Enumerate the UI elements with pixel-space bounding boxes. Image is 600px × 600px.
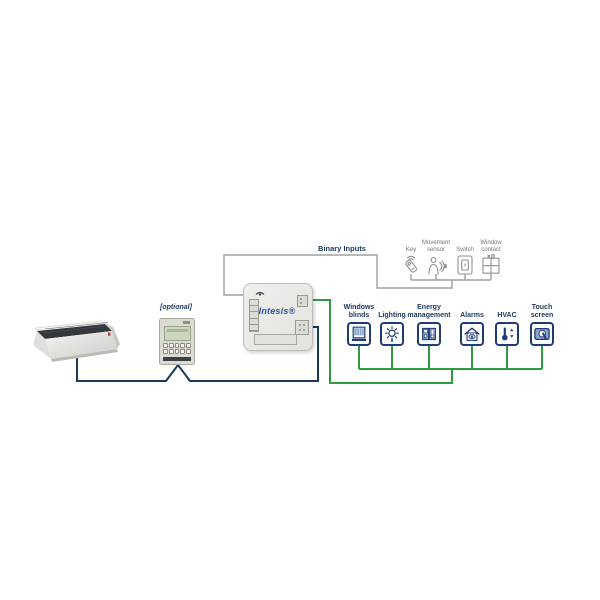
knx-device-hvac — [495, 322, 519, 346]
ac-brand-mark — [108, 332, 111, 336]
knx-label-hvac: HVAC — [497, 311, 517, 319]
switch-icon — [457, 255, 473, 275]
binary-device-label-key: Key — [405, 247, 417, 254]
gateway-left-terminal — [249, 299, 259, 332]
window-contact-icon — [482, 254, 500, 274]
remote-chip — [183, 321, 190, 324]
gateway-label-recess — [254, 334, 297, 345]
hvac-icon — [502, 327, 514, 341]
alarms-icon — [464, 327, 480, 341]
ac-indoor-unit — [33, 320, 120, 362]
key-icon — [405, 255, 418, 273]
knx-label-alarms: Alarms — [460, 311, 484, 319]
binary-device-label-switch: Switch — [456, 247, 474, 254]
knx-device-lighting — [380, 322, 404, 346]
knx-label-windows-blinds: Windows blinds — [343, 303, 375, 319]
binary-device-label-movement: Movement sensor — [421, 240, 450, 254]
binary-device-label-window: Window contact — [480, 240, 502, 254]
ac-remote-controller — [159, 318, 195, 365]
energy-management-icon — [422, 327, 436, 341]
lighting-icon — [385, 326, 399, 342]
knx-label-energy-management: Energy management — [407, 303, 451, 319]
touch-screen-icon — [534, 327, 550, 341]
binary-inputs-label: Binary Inputs — [318, 244, 366, 253]
movement-sensor-icon — [428, 257, 447, 275]
gateway-brand: Intesis® — [258, 306, 296, 316]
windows-blinds-icon — [352, 326, 366, 341]
ac-bus-wire — [76, 326, 319, 382]
knx-device-energy-management — [417, 322, 441, 346]
binary-inputs-wire — [223, 254, 492, 296]
remote-bottom-strip — [163, 357, 191, 361]
knx-device-alarms — [460, 322, 484, 346]
knx-label-lighting: Lighting — [378, 311, 406, 319]
gateway-ac-port — [295, 320, 309, 335]
gateway-logo-mark — [255, 291, 265, 296]
optional-label: [optional] — [160, 304, 192, 311]
remote-buttons — [163, 343, 191, 354]
remote-lcd-screen — [164, 326, 191, 341]
knx-device-windows-blinds — [347, 322, 371, 346]
knx-device-touch-screen — [530, 322, 554, 346]
knx-bus-wire — [303, 299, 543, 384]
knx-label-touch-screen: Touch screen — [530, 303, 554, 319]
gateway-knx-port — [297, 294, 308, 307]
